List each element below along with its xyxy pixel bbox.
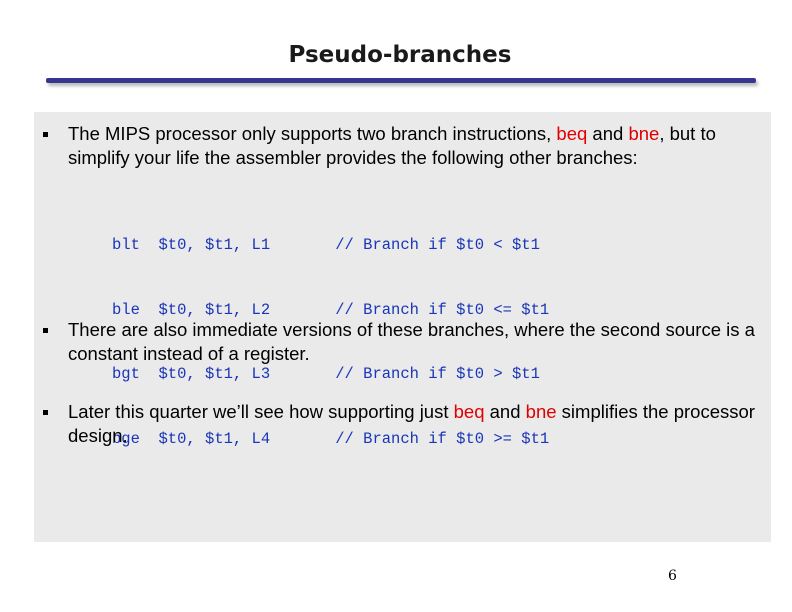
keyword-beq: beq (453, 401, 485, 422)
bullet-marker (43, 410, 48, 415)
page-number: 6 (668, 568, 677, 584)
code-block: blt $t0, $t1, L1 // Branch if $t0 < $t1 … (112, 192, 549, 493)
content-area: The MIPS processor only supports two bra… (34, 112, 771, 542)
text-segment: and (484, 401, 526, 422)
text-segment: The MIPS processor only supports two bra… (68, 123, 557, 144)
code-line: bge $t0, $t1, L4 // Branch if $t0 >= $t1 (112, 429, 550, 448)
bullet-text: There are also immediate versions of the… (68, 319, 755, 364)
keyword-bne: bne (525, 401, 557, 422)
text-segment: , but to simplify your life the assemble… (68, 123, 716, 168)
text-segment: Later this quarter we’ll see how support… (68, 401, 454, 422)
code-line: blt $t0, $t1, L1 // Branch if $t0 < $t1 (112, 236, 540, 254)
slide-title: Pseudo-branches (288, 42, 512, 68)
text-segment: and (587, 123, 629, 144)
bullet-text: Later this quarter we’ll see how support… (68, 400, 758, 448)
code-line: bgt $t0, $t1, L3 // Branch if $t0 > $t1 (112, 365, 540, 383)
code-line: ble $t0, $t1, L2 // Branch if $t0 <= $t1 (112, 300, 550, 319)
text-segment: simplifies the processor design. (68, 401, 755, 446)
bullet-text: The MIPS processor only supports two bra… (68, 122, 758, 170)
bullet-marker (43, 132, 48, 137)
title-divider (46, 78, 756, 83)
bullet-marker (43, 328, 48, 333)
keyword-bne: bne (628, 123, 660, 144)
keyword-beq: beq (556, 123, 588, 144)
